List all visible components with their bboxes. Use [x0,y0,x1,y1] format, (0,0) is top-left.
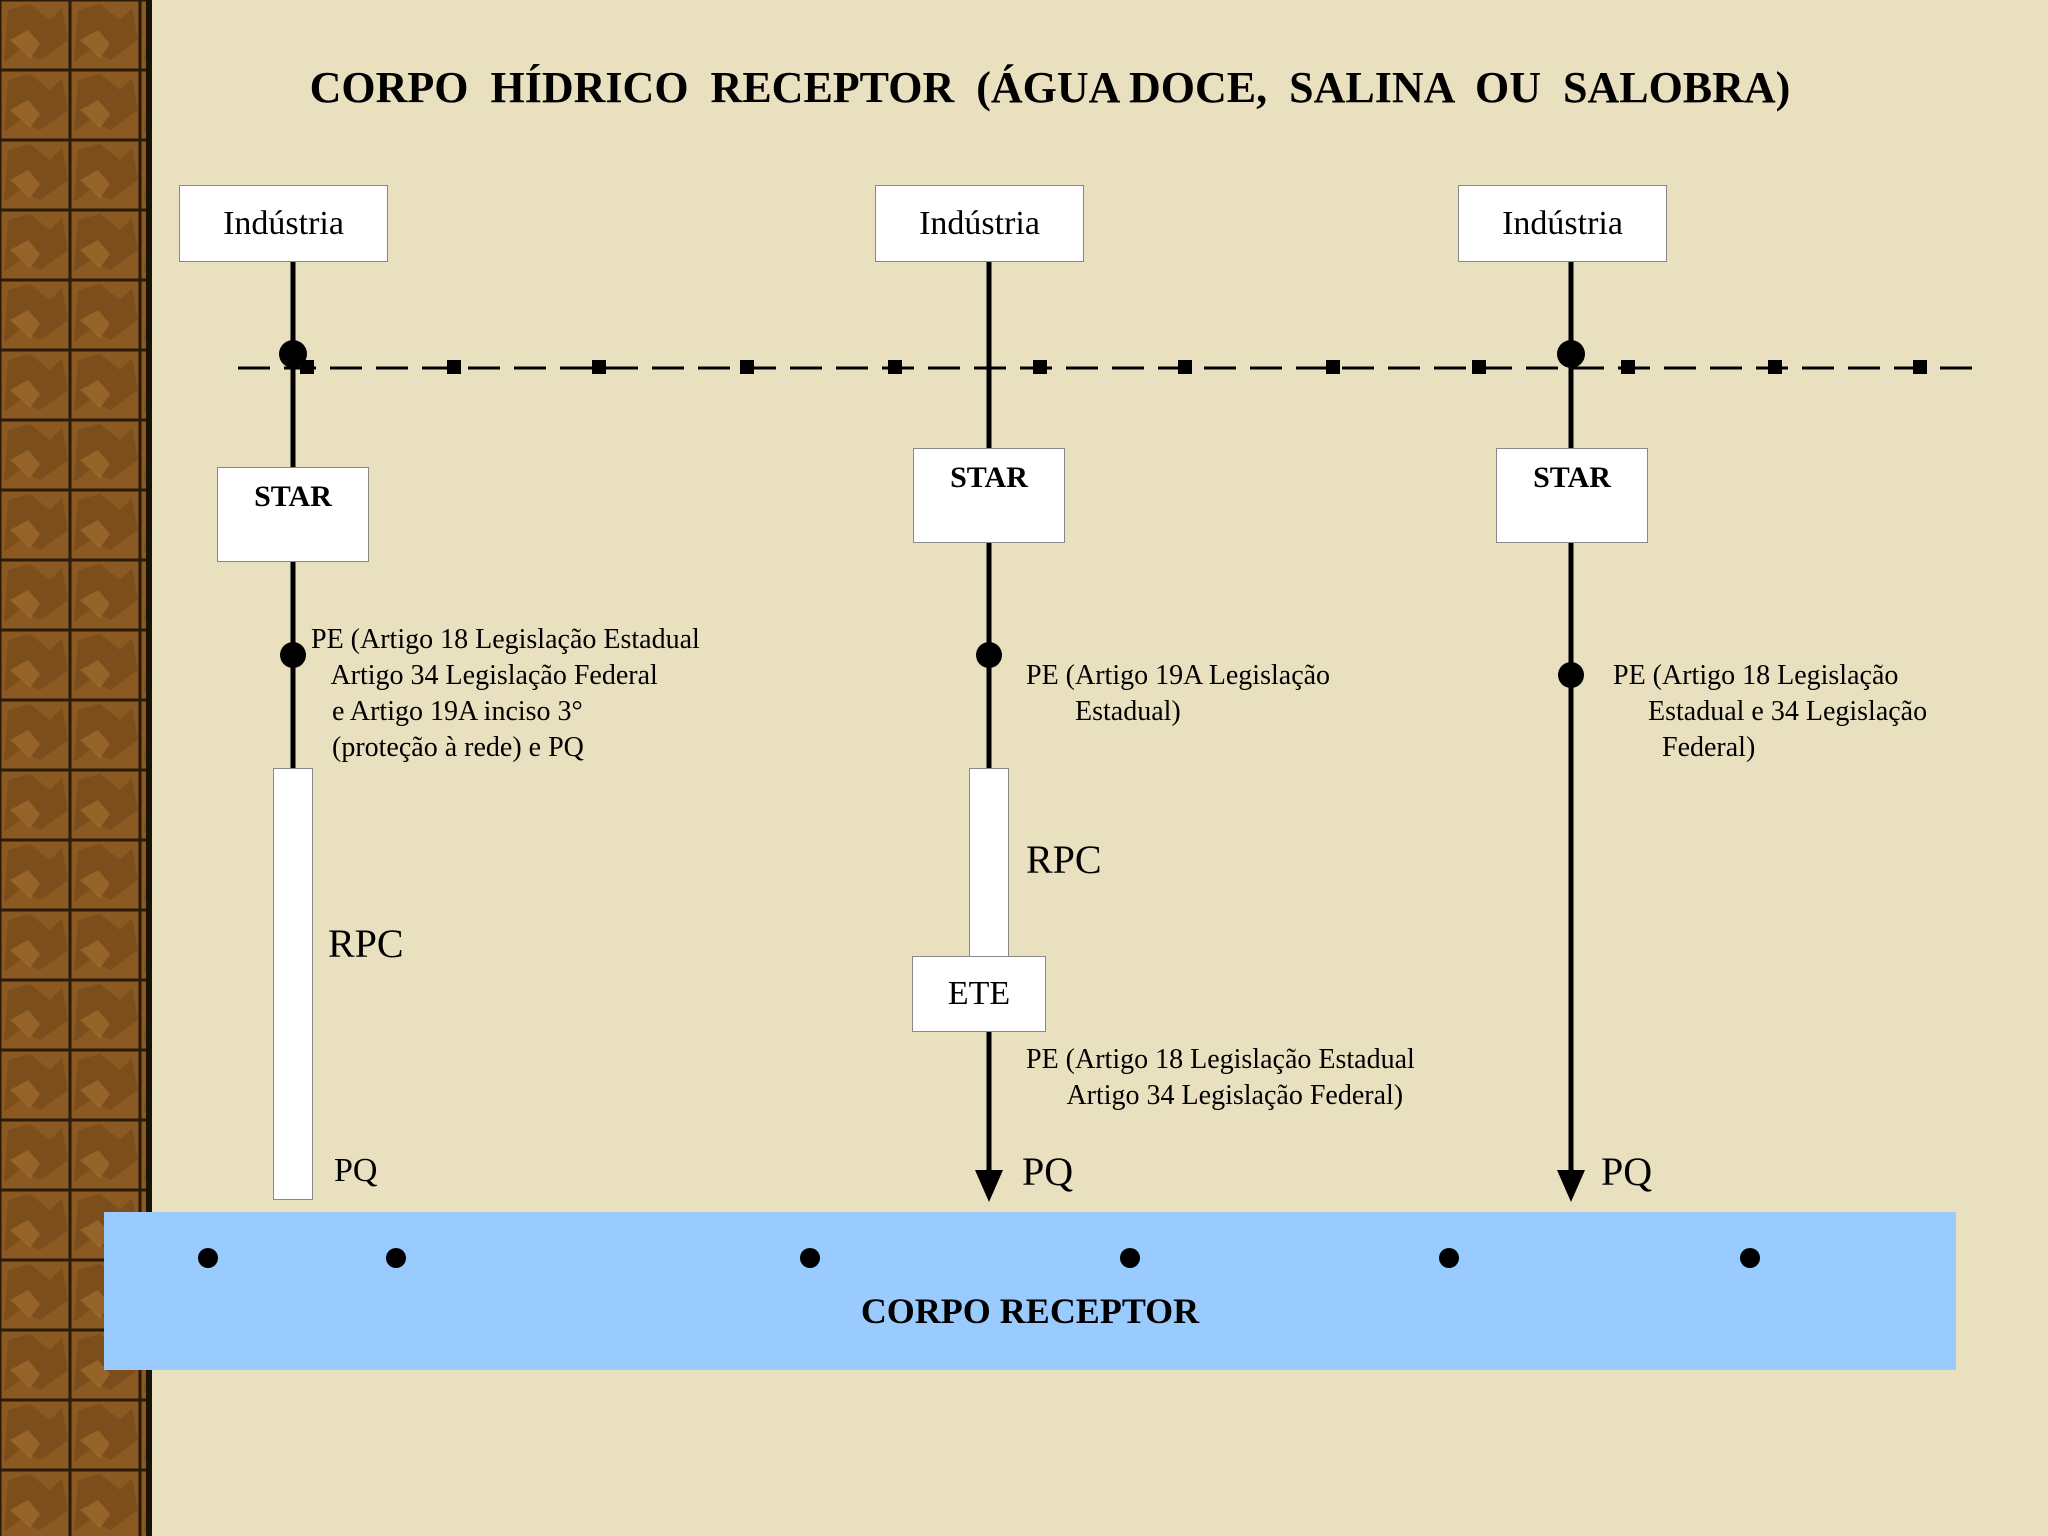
rpc-pipe-2 [969,768,1009,958]
industry-box-1: Indústria [179,185,388,262]
junction-dot-3 [1557,340,1585,368]
pq-label-2: PQ [1022,1149,1074,1194]
pe-dot-3 [1558,662,1584,688]
page-title: CORPO HÍDRICO RECEPTOR (ÁGUA DOCE, SALIN… [309,63,1791,112]
pe-note-2: PE (Artigo 19A Legislação Estadual) [1026,660,1331,727]
receptor-label: CORPO RECEPTOR [860,1291,1200,1331]
junction-dot-1 [279,340,307,368]
pe-dot-1 [280,642,306,668]
industry-box-3: Indústria [1458,185,1667,262]
rpc-label-2: RPC [1026,837,1102,882]
receptor-body [104,1212,1956,1370]
star-box-2: STAR [913,448,1065,543]
pe-note-1: PE (Artigo 18 Legislação Estadual Artigo… [311,624,700,763]
dashed-line-markers [300,360,1927,374]
arrow-head-2 [975,1170,1003,1202]
pq-label-3: PQ [1601,1149,1653,1194]
pe-dot-2 [976,642,1002,668]
industry-box-2: Indústria [875,185,1084,262]
rpc-label-1: RPC [328,921,404,966]
star-box-1: STAR [217,467,369,562]
pe-note-3: PE (Artigo 18 Legislação Estadual e 34 L… [1613,660,1928,763]
pq-label-1: PQ [334,1152,378,1189]
rpc-pipe-1 [273,768,313,1200]
star-box-3: STAR [1496,448,1648,543]
pe-note-2b: PE (Artigo 18 Legislação Estadual Artigo… [1026,1044,1415,1111]
ete-box: ETE [912,956,1046,1032]
arrow-head-3 [1557,1170,1585,1202]
